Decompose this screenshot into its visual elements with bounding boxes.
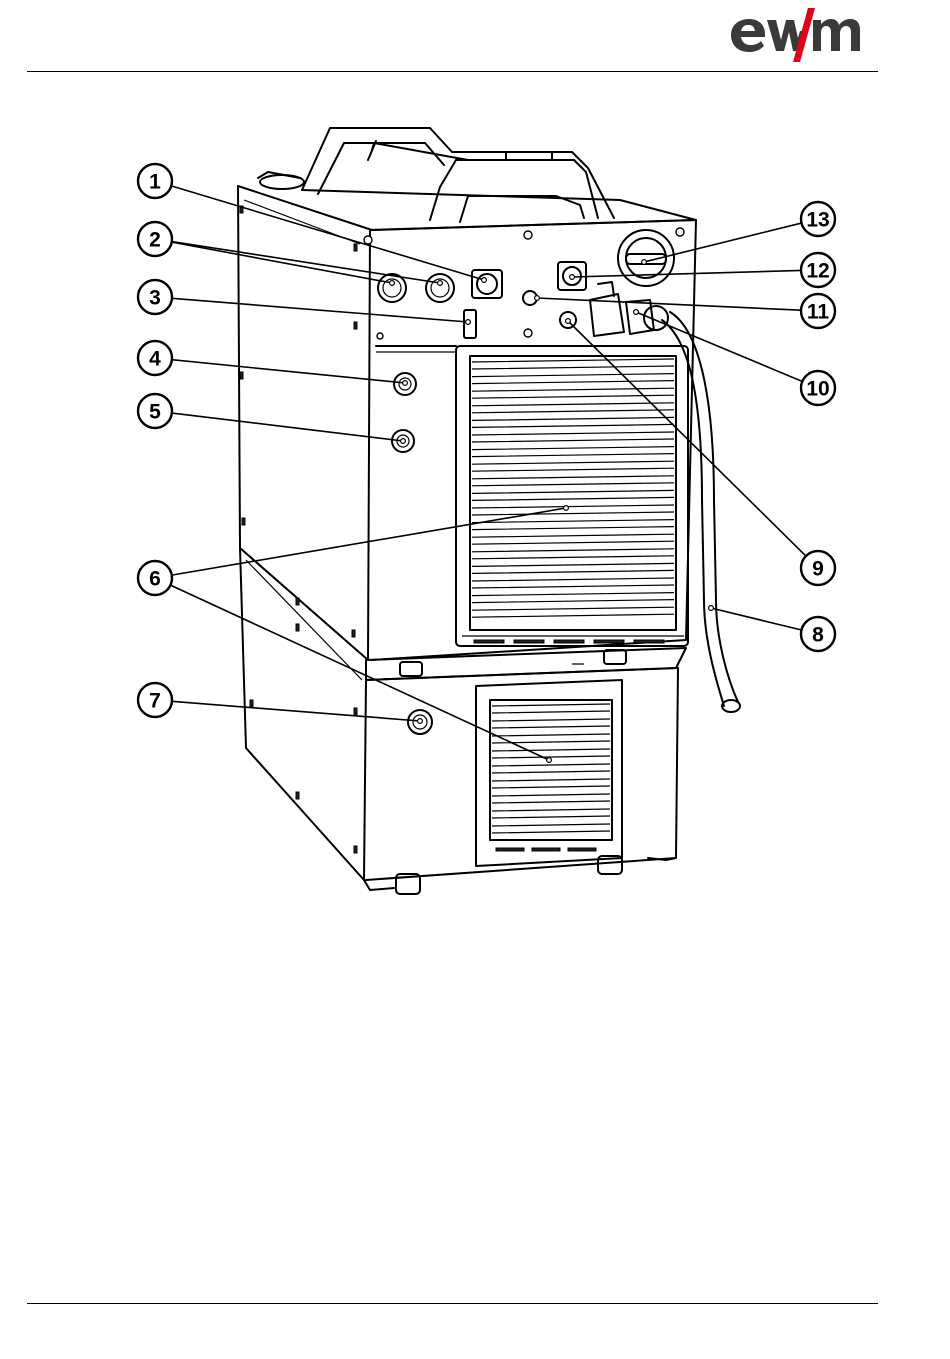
callout-target-dot — [390, 281, 395, 286]
callout-target-dot — [634, 310, 639, 315]
callout-target-dot — [466, 320, 471, 325]
callout-4: 4 — [138, 341, 172, 375]
callout-leader-line — [172, 298, 468, 322]
callout-number: 5 — [149, 401, 161, 424]
callout-leader-line — [711, 608, 801, 630]
callout-9: 9 — [801, 551, 835, 585]
callout-leader-line — [644, 223, 801, 262]
callout-6: 6 — [138, 561, 172, 595]
callout-number: 6 — [149, 568, 161, 591]
callout-13: 13 — [801, 202, 835, 236]
welding-machine-drawing — [238, 128, 740, 894]
callout-number: 4 — [149, 348, 161, 371]
callout-leader-line — [172, 242, 392, 283]
callout-1: 1 — [138, 164, 172, 198]
callout-target-dot — [535, 296, 540, 301]
callout-target-dot — [564, 506, 569, 511]
callout-11: 11 — [801, 294, 835, 328]
callout-target-dot — [709, 606, 714, 611]
callout-target-dot — [401, 439, 406, 444]
footer-rule — [27, 1303, 878, 1304]
callout-8: 8 — [801, 617, 835, 651]
callout-number: 1 — [149, 171, 161, 194]
callout-number: 9 — [812, 558, 824, 581]
callout-number: 11 — [807, 301, 830, 324]
callout-number: 12 — [806, 260, 829, 283]
callout-target-dot — [418, 719, 423, 724]
callout-2: 2 — [138, 222, 172, 256]
callout-12: 12 — [801, 253, 835, 287]
callout-leader-line — [170, 585, 549, 760]
callout-leader-line — [537, 298, 801, 310]
callout-number: 13 — [806, 209, 829, 232]
callout-target-dot — [566, 319, 571, 324]
callout-3: 3 — [138, 280, 172, 314]
callout-number: 3 — [149, 287, 161, 310]
callout-number: 7 — [149, 690, 161, 713]
callout-leader-line — [572, 270, 801, 277]
callout-target-dot — [642, 260, 647, 265]
callout-target-dot — [482, 278, 487, 283]
callout-number: 2 — [149, 229, 161, 252]
callout-target-dot — [438, 281, 443, 286]
callout-target-dot — [547, 758, 552, 763]
callout-leader-line — [172, 242, 440, 283]
callout-number: 8 — [812, 624, 824, 647]
callout-10: 10 — [801, 371, 835, 405]
callout-number: 10 — [806, 378, 829, 401]
callout-leader-line — [172, 701, 420, 721]
callout-target-dot — [403, 381, 408, 386]
callout-5: 5 — [138, 394, 172, 428]
callout-7: 7 — [138, 683, 172, 717]
callout-target-dot — [570, 275, 575, 280]
